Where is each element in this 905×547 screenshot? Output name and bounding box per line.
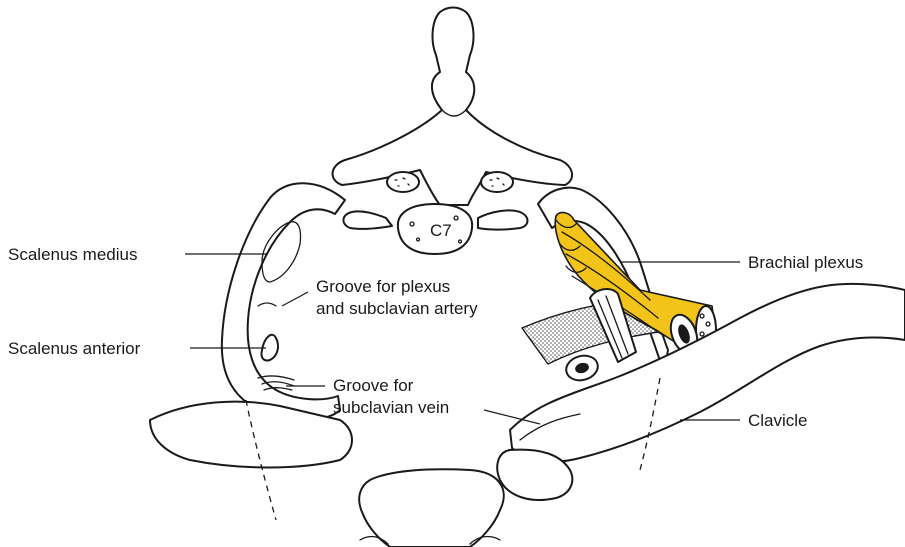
label-scalenus-anterior: Scalenus anterior	[8, 339, 141, 358]
vertebra-label: C7	[430, 221, 452, 240]
manubrium	[150, 400, 572, 547]
transverse-process-right	[478, 210, 528, 229]
vertebral-arch	[333, 8, 573, 206]
leader-groove-plexus	[282, 292, 308, 306]
transverse-process-left	[343, 211, 392, 228]
label-groove-plexus-2: and subclavian artery	[316, 299, 478, 318]
label-brachial-plexus: Brachial plexus	[748, 253, 863, 272]
label-groove-plexus-1: Groove for plexus	[316, 277, 450, 296]
label-groove-vein-1: Groove for	[333, 376, 414, 395]
vertebral-body: C7	[398, 204, 472, 254]
label-scalenus-medius: Scalenus medius	[8, 245, 137, 264]
label-clavicle: Clavicle	[748, 411, 808, 430]
label-groove-vein-2: subclavian vein	[333, 398, 449, 417]
